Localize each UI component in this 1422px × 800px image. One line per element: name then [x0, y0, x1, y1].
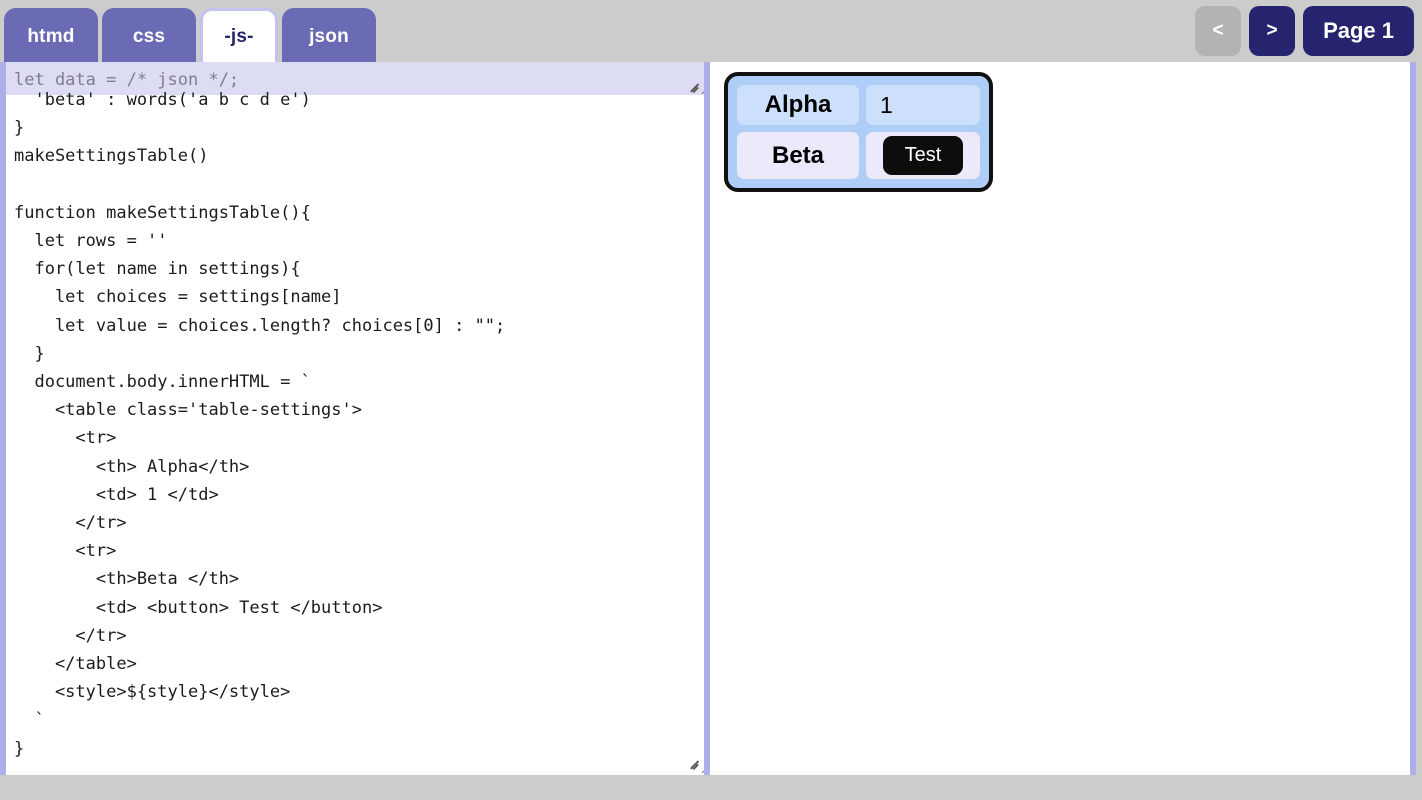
setting-value-alpha[interactable]: 1: [866, 85, 980, 125]
settings-table: Alpha 1 Beta Test: [724, 72, 993, 192]
setting-name-alpha: Alpha: [737, 85, 859, 125]
tab-js[interactable]: -js-: [200, 8, 278, 62]
tab-css[interactable]: css: [102, 8, 196, 62]
table-row: Beta Test: [737, 132, 980, 179]
next-page-button[interactable]: >: [1249, 6, 1296, 56]
tab-json-label: json: [309, 25, 349, 47]
preview-pane: Alpha 1 Beta Test: [710, 62, 1416, 775]
setting-name-beta: Beta: [737, 132, 859, 179]
prev-page-button[interactable]: <: [1195, 6, 1242, 56]
code-body-input[interactable]: [6, 86, 704, 774]
table-row: Alpha 1: [737, 85, 980, 125]
chevron-right-icon: >: [1266, 20, 1278, 41]
tab-htmd[interactable]: htmd: [4, 8, 98, 62]
page-indicator-label: Page 1: [1323, 18, 1394, 43]
chevron-left-icon: <: [1212, 20, 1224, 41]
setting-value-beta: Test: [866, 132, 980, 179]
page-indicator-button[interactable]: Page 1: [1303, 6, 1414, 56]
tab-htmd-label: htmd: [27, 25, 75, 47]
tab-strip: htmd css -js- json: [4, 8, 376, 62]
test-button[interactable]: Test: [882, 136, 964, 175]
code-editor-pane: [0, 62, 710, 775]
top-bar: htmd css -js- json < > Page 1: [0, 0, 1422, 62]
tab-json[interactable]: json: [282, 8, 376, 62]
tab-js-label: -js-: [224, 25, 254, 47]
tab-css-label: css: [132, 25, 166, 47]
nav-button-group: < > Page 1: [1195, 6, 1414, 56]
